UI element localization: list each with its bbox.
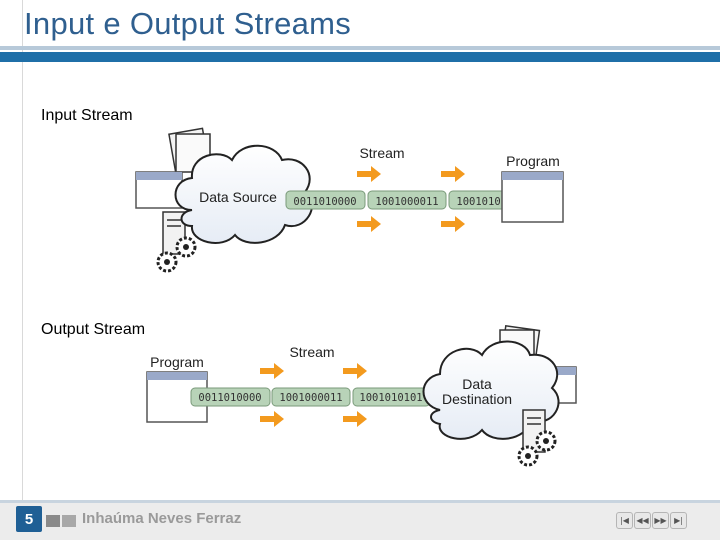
- gear-icon: [517, 430, 557, 467]
- output-stream-label: Stream: [289, 344, 334, 360]
- slide-title: Input e Output Streams: [24, 6, 352, 41]
- gear-icon: [156, 236, 197, 273]
- footer-decoration: [62, 515, 76, 527]
- program-window-icon: [501, 171, 564, 223]
- output-bits-1: 0011010000: [198, 392, 261, 404]
- input-bits: 0011010000 1001000011 1001010101: [285, 190, 529, 210]
- input-bits-1: 0011010000: [293, 196, 356, 208]
- output-bits-3: 1001010101: [359, 392, 422, 404]
- input-stream-heading: Input Stream: [41, 107, 133, 124]
- output-bits: 0011010000 1001000011 1001010101: [190, 387, 431, 407]
- output-bits-2: 1001000011: [279, 392, 342, 404]
- input-program-label: Program: [506, 153, 560, 169]
- footer-divider: [0, 500, 720, 503]
- input-arrows-top: [357, 166, 465, 182]
- output-program-label: Program: [150, 354, 204, 370]
- title-underline: [0, 46, 720, 50]
- margin-line: [22, 0, 23, 540]
- output-stream-heading: Output Stream: [41, 321, 146, 338]
- page-number: 5: [16, 506, 42, 532]
- input-bits-2: 1001000011: [375, 196, 438, 208]
- author-name: Inhaúma Neves Ferraz: [82, 510, 242, 527]
- next-slide-icon[interactable]: ▶▶: [652, 512, 669, 529]
- first-slide-icon[interactable]: |◀: [616, 512, 633, 529]
- previous-slide-icon[interactable]: ◀◀: [634, 512, 651, 529]
- output-diagram: Program Stream 0011010000 1001000011: [146, 324, 577, 467]
- input-stream-label: Stream: [359, 145, 404, 161]
- output-arrows-top: [260, 363, 367, 379]
- title-accent-bar: [0, 52, 720, 62]
- window-icon: [135, 171, 183, 209]
- data-destination-label-line2: Destination: [442, 391, 512, 407]
- input-arrows-bottom: [357, 216, 465, 232]
- data-destination-label-line1: Data: [462, 376, 492, 392]
- output-arrows-bottom: [260, 411, 367, 427]
- last-slide-icon[interactable]: ▶|: [670, 512, 687, 529]
- data-source-label: Data Source: [199, 189, 277, 205]
- footer-decoration: [46, 515, 60, 527]
- stream-diagrams: Data Source Stream: [135, 127, 577, 467]
- input-diagram: Data Source Stream: [135, 127, 564, 273]
- footer: [0, 500, 720, 540]
